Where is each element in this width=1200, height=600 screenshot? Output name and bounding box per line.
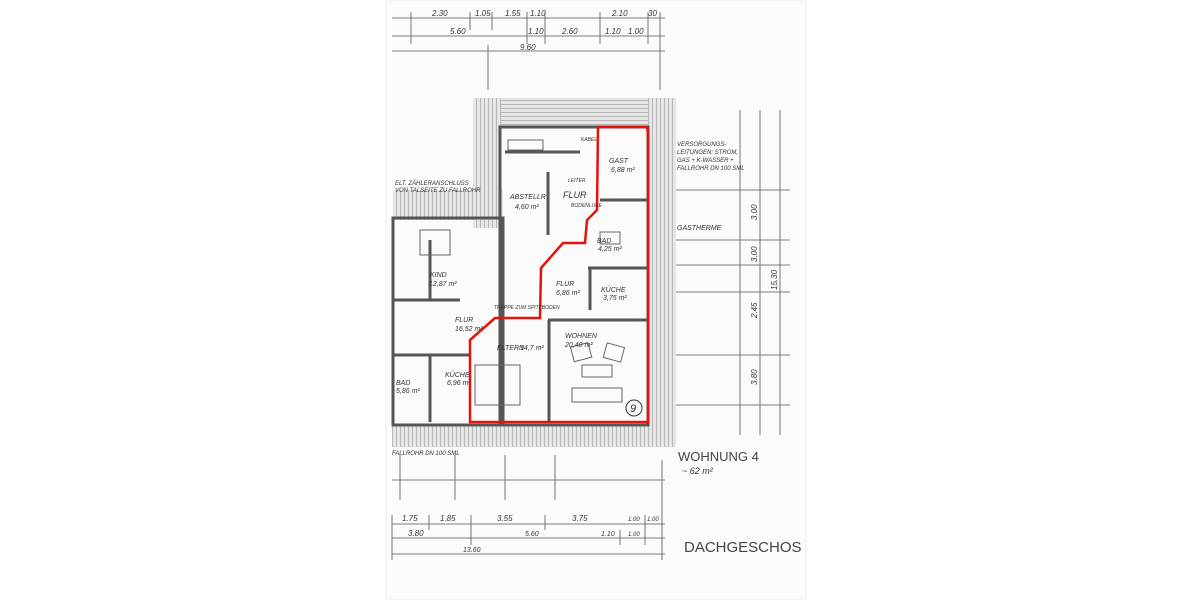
svg-text:1.10: 1.10 bbox=[601, 531, 615, 538]
svg-text:6,86 m²: 6,86 m² bbox=[556, 290, 580, 297]
svg-text:KÜCHE: KÜCHE bbox=[601, 286, 626, 294]
svg-text:BAD: BAD bbox=[597, 238, 611, 245]
svg-text:BODENLUKE: BODENLUKE bbox=[571, 203, 603, 209]
svg-text:9.60: 9.60 bbox=[520, 43, 536, 52]
roof-hatch-right bbox=[648, 98, 676, 438]
svg-text:GAS + K-WASSER +: GAS + K-WASSER + bbox=[677, 158, 734, 164]
svg-text:1.10: 1.10 bbox=[605, 27, 621, 36]
furniture bbox=[419, 139, 626, 406]
dimension-labels-right: 3.00 3.00 2.45 3.80 15.30 bbox=[750, 204, 779, 385]
svg-text:4,25 m²: 4,25 m² bbox=[598, 246, 622, 253]
svg-text:BAD: BAD bbox=[396, 380, 410, 387]
sheet-title: DACHGESCHOS bbox=[684, 539, 802, 556]
svg-text:2.30: 2.30 bbox=[431, 9, 448, 18]
svg-text:12,87 m²: 12,87 m² bbox=[429, 281, 457, 288]
svg-text:3.55: 3.55 bbox=[497, 514, 513, 523]
svg-text:GASTHERME: GASTHERME bbox=[677, 225, 722, 232]
unit-label: WOHNUNG 4 bbox=[678, 449, 759, 464]
svg-text:1.10: 1.10 bbox=[530, 9, 546, 18]
svg-text:FLUR: FLUR bbox=[455, 317, 473, 324]
svg-text:VON TALSEITE ZU FALLROHR: VON TALSEITE ZU FALLROHR bbox=[395, 188, 481, 194]
dimension-lines-right bbox=[675, 110, 790, 435]
svg-text:ELT. ZÄHLERANSCHLUSS: ELT. ZÄHLERANSCHLUSS bbox=[395, 180, 469, 187]
svg-text:3,75 m²: 3,75 m² bbox=[603, 295, 627, 302]
svg-text:1.75: 1.75 bbox=[402, 514, 418, 523]
svg-text:ELTERN: ELTERN bbox=[497, 345, 525, 352]
svg-text:14,7 m²: 14,7 m² bbox=[520, 345, 544, 352]
svg-text:2.45: 2.45 bbox=[750, 302, 759, 319]
svg-text:ABSTELLR: ABSTELLR bbox=[509, 194, 546, 201]
svg-text:13.60: 13.60 bbox=[463, 547, 481, 554]
svg-text:3.00: 3.00 bbox=[750, 246, 759, 262]
svg-text:1.00: 1.00 bbox=[628, 532, 640, 538]
svg-text:1.10: 1.10 bbox=[528, 27, 544, 36]
dimension-lines-bottom bbox=[391, 455, 665, 560]
roof-hatch-westwing bbox=[393, 190, 503, 220]
svg-text:FALLROHR DN 100 SML: FALLROHR DN 100 SML bbox=[392, 451, 460, 457]
svg-text:30: 30 bbox=[648, 9, 657, 18]
roof-hatch-bottom bbox=[392, 425, 676, 447]
svg-text:WOHNEN: WOHNEN bbox=[565, 333, 598, 340]
svg-text:KABEL: KABEL bbox=[581, 137, 597, 143]
svg-text:6,88 m²: 6,88 m² bbox=[611, 167, 635, 174]
dimension-lines-top bbox=[392, 12, 665, 90]
svg-text:TREPPE ZUM SPITZBODEN: TREPPE ZUM SPITZBODEN bbox=[494, 305, 560, 311]
svg-text:KÜCHE: KÜCHE bbox=[445, 371, 470, 379]
walls bbox=[391, 125, 650, 427]
svg-text:4,60 m²: 4,60 m² bbox=[515, 204, 539, 211]
dimension-labels-bottom: 1.75 1.85 3.55 3.75 1.00 1.00 3.80 5.60 … bbox=[402, 514, 659, 554]
svg-text:3.80: 3.80 bbox=[408, 529, 424, 538]
unit-number-circle bbox=[625, 399, 643, 417]
svg-text:LEITER: LEITER bbox=[568, 178, 586, 184]
svg-text:6,96 m²: 6,96 m² bbox=[447, 380, 471, 387]
svg-text:2.10: 2.10 bbox=[611, 9, 628, 18]
svg-text:5,86 m²: 5,86 m² bbox=[396, 388, 420, 395]
svg-text:15.30: 15.30 bbox=[770, 269, 779, 290]
svg-text:3.75: 3.75 bbox=[572, 514, 588, 523]
svg-text:3.80: 3.80 bbox=[750, 369, 759, 385]
svg-text:KIND: KIND bbox=[430, 272, 447, 279]
svg-text:FALLROHR DN 100 SML: FALLROHR DN 100 SML bbox=[677, 166, 745, 172]
notes: VERSORGUNGS- LEITUNGEN: STROM, GAS + K-W… bbox=[392, 137, 745, 457]
unit-outline bbox=[468, 125, 650, 424]
svg-text:1.55: 1.55 bbox=[505, 9, 521, 18]
svg-text:1.00: 1.00 bbox=[628, 27, 644, 36]
svg-text:2.60: 2.60 bbox=[561, 27, 578, 36]
svg-text:16,52 m²: 16,52 m² bbox=[455, 326, 483, 333]
svg-text:FLUR: FLUR bbox=[556, 281, 574, 288]
dimension-labels-top: 2.30 1.05 1.55 1.10 2.10 30 5.60 1.10 2.… bbox=[431, 9, 657, 52]
svg-text:1.00: 1.00 bbox=[647, 517, 659, 523]
svg-text:3.00: 3.00 bbox=[750, 204, 759, 220]
unit-number: 9 bbox=[630, 403, 636, 415]
svg-text:1.85: 1.85 bbox=[440, 514, 456, 523]
svg-text:1.00: 1.00 bbox=[628, 517, 640, 523]
svg-text:FLUR: FLUR bbox=[563, 190, 587, 200]
svg-text:LEITUNGEN: STROM,: LEITUNGEN: STROM, bbox=[677, 150, 738, 156]
svg-text:5.60: 5.60 bbox=[525, 531, 539, 538]
svg-text:1.05: 1.05 bbox=[475, 9, 491, 18]
svg-text:20,40 m²: 20,40 m² bbox=[564, 342, 593, 349]
roof-hatch-top bbox=[473, 98, 676, 128]
svg-text:GAST: GAST bbox=[609, 158, 629, 165]
room-labels: GAST 6,88 m² ABSTELLR 4,60 m² FLUR BAD 4… bbox=[396, 158, 635, 395]
svg-text:5.60: 5.60 bbox=[450, 27, 466, 36]
unit-area: ~ 62 m² bbox=[682, 466, 714, 476]
svg-text:VERSORGUNGS-: VERSORGUNGS- bbox=[677, 142, 726, 148]
